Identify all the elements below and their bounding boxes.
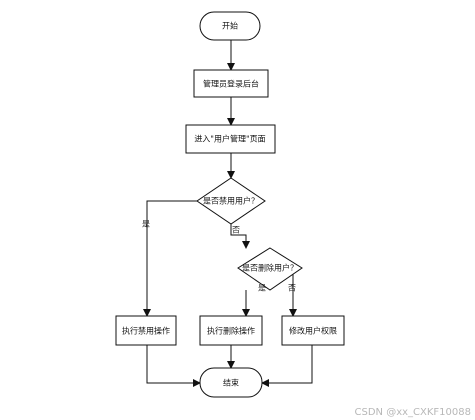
watermark: CSDN @xx_CXKF10088 [354, 407, 471, 418]
delete-no-label: 否 [288, 284, 296, 293]
disable-op-node [115, 315, 177, 346]
disable-yes-label: 是 [142, 220, 150, 229]
user-page-label: 进入"用户管理"页面 [194, 134, 265, 144]
delete-decision-label: 是否删除用户？ [242, 263, 298, 273]
delete-yes-label: 是 [258, 284, 266, 293]
edge-disable-no [230, 224, 250, 249]
delete-op-label: 执行删除操作 [207, 326, 255, 336]
login-label: 管理员登录后台 [203, 79, 259, 89]
login-node [193, 69, 269, 98]
delete-op-node [199, 315, 263, 346]
disable-decision-label: 是否禁用用户？ [203, 196, 259, 206]
edge-disableop-end [146, 345, 201, 387]
end-label: 结束 [223, 378, 239, 388]
end-node [199, 367, 263, 398]
disable-decision [196, 177, 266, 225]
user-page-node [185, 124, 276, 154]
disable-op-label: 执行禁用操作 [122, 326, 170, 336]
delete-decision [237, 247, 303, 291]
modify-perm-label: 修改用户权限 [289, 326, 337, 336]
edge-modify-end [261, 345, 313, 387]
edge-disable-yes [143, 200, 197, 317]
modify-perm-node [281, 315, 345, 346]
start-node [199, 11, 261, 41]
start-label: 开始 [222, 21, 238, 31]
disable-no-label: 否 [232, 226, 240, 235]
